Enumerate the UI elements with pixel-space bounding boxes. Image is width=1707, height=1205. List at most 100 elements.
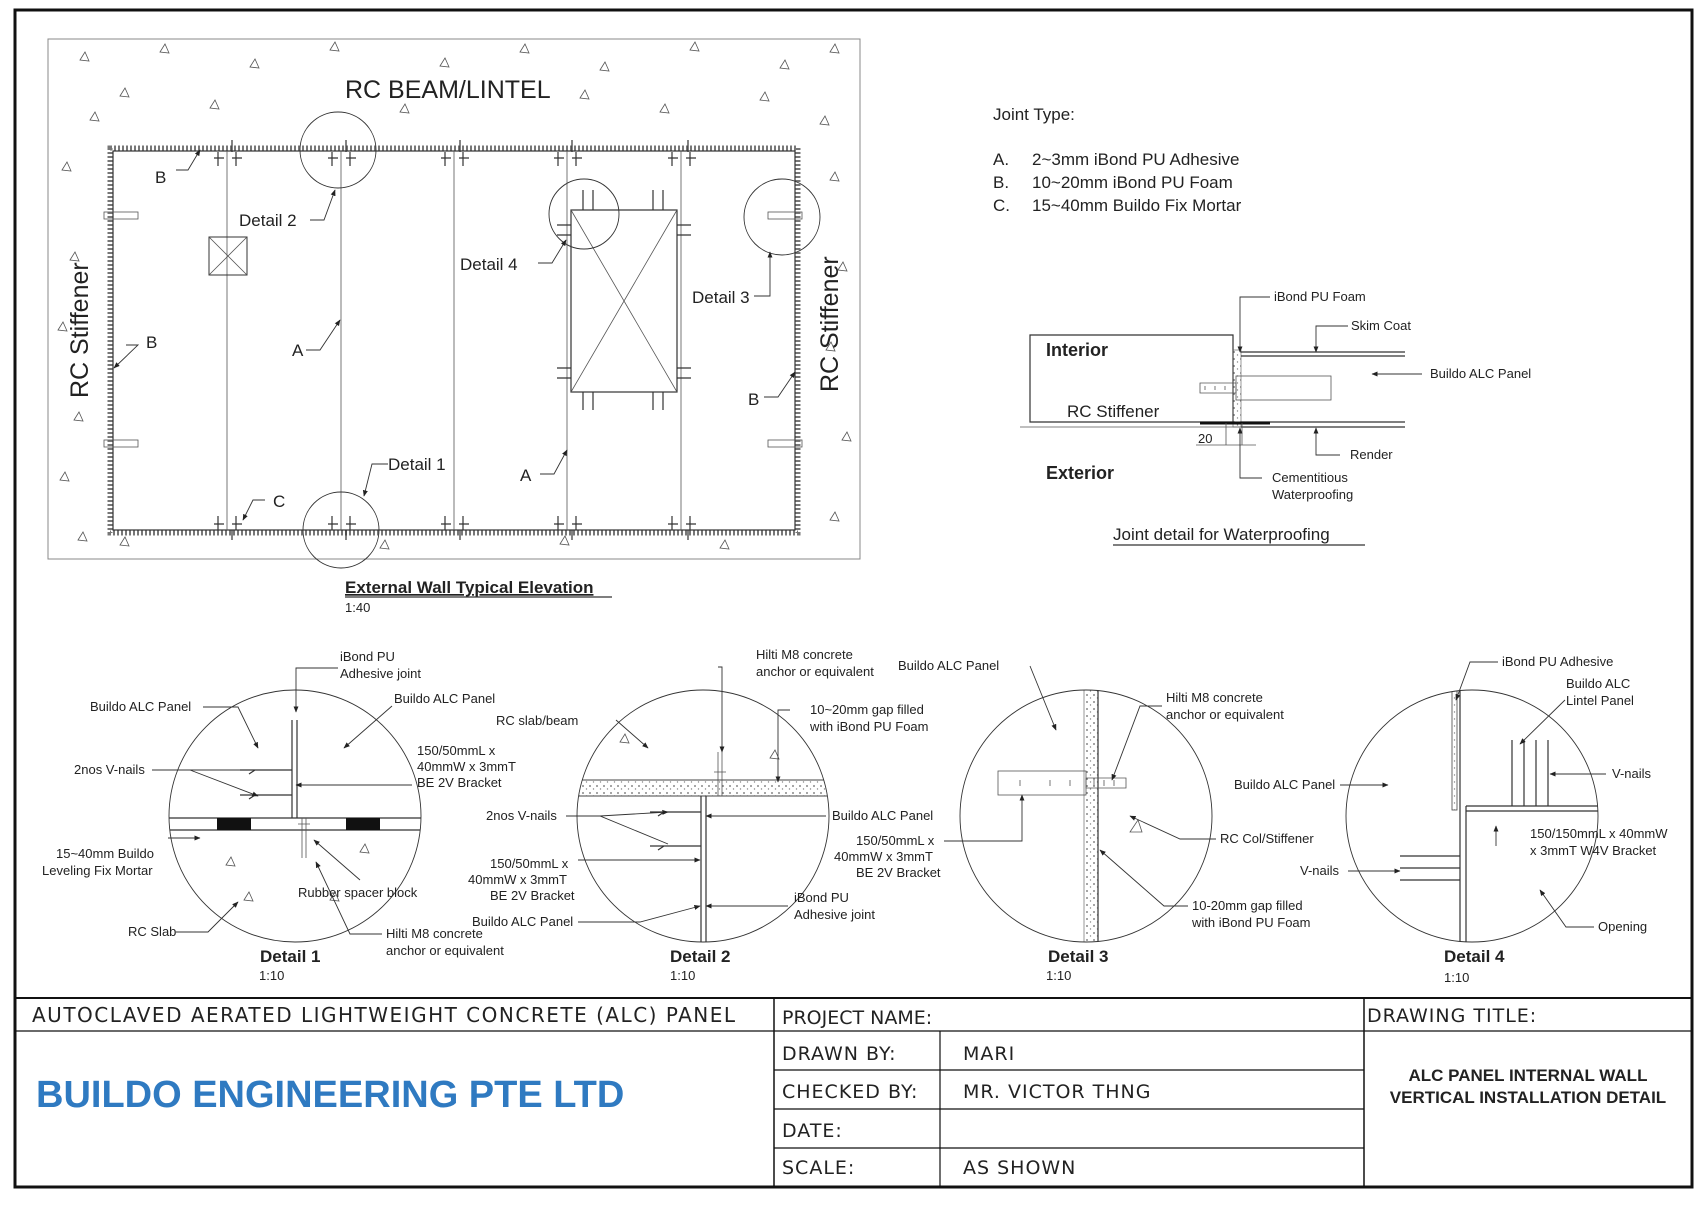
d2-alc-left: Buildo ALC Panel: [472, 914, 573, 929]
scale-value: AS SHOWN: [963, 1157, 1076, 1179]
d2-alc-right: Buildo ALC Panel: [832, 808, 933, 823]
joint-type-a-letter: A.: [993, 150, 1009, 169]
joint-a-mid: A: [292, 341, 304, 360]
d1-pu-1: iBond PU: [340, 649, 395, 664]
d1-anchor-2: anchor or equivalent: [386, 943, 504, 958]
d4-vnails-right: V-nails: [1612, 766, 1652, 781]
wp-pu-foam: iBond PU Foam: [1274, 289, 1366, 304]
checked-by-label: CHECKED BY:: [782, 1081, 918, 1103]
joint-c-bottom: C: [273, 492, 285, 511]
concrete-hatch: [57, 41, 852, 550]
d4-adhesive: iBond PU Adhesive: [1502, 654, 1613, 669]
wp-cementitious-1: Cementitious: [1272, 470, 1348, 485]
d1-scale: 1:10: [259, 968, 284, 983]
d2-bracket-3: BE 2V Bracket: [490, 888, 575, 903]
d4-lintel-1: Buildo ALC: [1566, 676, 1630, 691]
stiffener-right-label: RC Stiffener: [816, 256, 844, 392]
d3-bracket-2: 40mmW x 3mmT: [834, 849, 933, 864]
d1-mortar-1: 15~40mm Buildo: [56, 846, 154, 861]
d2-vnails: 2nos V-nails: [486, 808, 557, 823]
stiffener-left-label: RC Stiffener: [66, 262, 94, 398]
drawn-by-value: MARI: [963, 1043, 1015, 1065]
panel-joints: [226, 151, 682, 530]
detail-4-callout: Detail 4: [460, 255, 518, 274]
sheet-border: [13, 8, 1694, 1189]
d3-gap-1: 10-20mm gap filled: [1192, 898, 1303, 913]
d3-title: Detail 3: [1048, 947, 1108, 966]
d1-bracket-1: 150/50mmL x: [417, 743, 496, 758]
detail-1-callout: Detail 1: [388, 455, 446, 474]
joint-b-right: B: [748, 390, 759, 409]
d1-alc-right: Buildo ALC Panel: [394, 691, 495, 706]
d2-scale: 1:10: [670, 968, 695, 983]
wp-exterior: Exterior: [1046, 463, 1114, 483]
d1-bracket-2: 40mmW x 3mmT: [417, 759, 516, 774]
d3-bracket-3: BE 2V Bracket: [856, 865, 941, 880]
drawn-by-label: DRAWN BY:: [782, 1043, 897, 1065]
wp-alc-panel: Buildo ALC Panel: [1430, 366, 1531, 381]
d4-bracket-2: x 3mmT W4V Bracket: [1530, 843, 1657, 858]
d3-alc-top: Buildo ALC Panel: [898, 658, 999, 673]
d2-anchor-1: Hilti M8 concrete: [756, 647, 853, 662]
joint-type-legend: Joint Type: A. 2~3mm iBond PU Adhesive B…: [993, 105, 1242, 215]
d3-anchor-2: anchor or equivalent: [1166, 707, 1284, 722]
d1-spacer: Rubber spacer block: [298, 885, 418, 900]
d4-scale: 1:10: [1444, 970, 1469, 985]
d3-col: RC Col/Stiffener: [1220, 831, 1314, 846]
d3-gap-2: with iBond PU Foam: [1191, 915, 1311, 930]
drawing-title-label: DRAWING TITLE:: [1367, 1005, 1537, 1027]
d4-bracket-1: 150/150mmL x 40mmW: [1530, 826, 1668, 841]
joint-type-b-letter: B.: [993, 173, 1009, 192]
drawing-title-line-2: VERTICAL INSTALLATION DETAIL: [1390, 1088, 1666, 1107]
d2-bracket-1: 150/50mmL x: [490, 856, 569, 871]
drawing-title-line-1: ALC PANEL INTERNAL WALL: [1409, 1066, 1648, 1085]
detail-4: iBond PU Adhesive Buildo ALC Lintel Pane…: [1234, 654, 1668, 985]
external-wall-elevation: RC BEAM/LINTEL RC Stiffener RC Stiffener…: [47, 38, 861, 615]
d4-vnails-left: V-nails: [1300, 863, 1340, 878]
wp-title: Joint detail for Waterproofing: [1113, 525, 1330, 544]
side-brackets: [103, 211, 803, 448]
d1-title: Detail 1: [260, 947, 320, 966]
project-name-label: PROJECT NAME:: [782, 1007, 932, 1029]
detail-1: iBond PU Adhesive joint Buildo ALC Panel…: [42, 649, 516, 983]
d2-gap-1: 10~20mm gap filled: [810, 702, 924, 717]
d2-gap-2: with iBond PU Foam: [809, 719, 929, 734]
waterproofing-detail: Interior RC Stiffener Exterior iBond PU …: [1020, 289, 1531, 546]
joint-type-c-letter: C.: [993, 196, 1010, 215]
d4-alc-left: Buildo ALC Panel: [1234, 777, 1335, 792]
wp-rc-stiffener: RC Stiffener: [1067, 402, 1160, 421]
wp-skim-coat: Skim Coat: [1351, 318, 1411, 333]
d4-title: Detail 4: [1444, 947, 1505, 966]
d4-lintel-2: Lintel Panel: [1566, 693, 1634, 708]
joint-b-top: B: [155, 168, 166, 187]
d2-slab: RC slab/beam: [496, 713, 578, 728]
product-name: AUTOCLAVED AERATED LIGHTWEIGHT CONCRETE …: [32, 1003, 737, 1027]
detail-3-callout: Detail 3: [692, 288, 750, 307]
detail-circles: [299, 111, 821, 569]
d4-opening: Opening: [1598, 919, 1647, 934]
d1-pu-2: Adhesive joint: [340, 666, 421, 681]
d3-anchor-1: Hilti M8 concrete: [1166, 690, 1263, 705]
d1-slab: RC Slab: [128, 924, 176, 939]
wp-cementitious-2: Waterproofing: [1272, 487, 1353, 502]
elevation-brackets: [214, 140, 696, 540]
joint-type-c-text: 15~40mm Buildo Fix Mortar: [1032, 196, 1242, 215]
elevation-leaders: [113, 149, 796, 521]
elevation-title: External Wall Typical Elevation: [345, 578, 593, 597]
d1-mortar-2: Leveling Fix Mortar: [42, 863, 153, 878]
service-box: [208, 236, 248, 276]
company-name: BUILDO ENGINEERING PTE LTD: [36, 1074, 624, 1116]
d2-pu-2: Adhesive joint: [794, 907, 875, 922]
detail-2: Hilti M8 concrete anchor or equivalent 1…: [468, 647, 933, 983]
title-block: AUTOCLAVED AERATED LIGHTWEIGHT CONCRETE …: [15, 997, 1692, 1187]
d2-title: Detail 2: [670, 947, 730, 966]
d1-vnails: 2nos V-nails: [74, 762, 145, 777]
detail-2-callout: Detail 2: [239, 211, 297, 230]
opening: [557, 190, 691, 410]
beam-label: RC BEAM/LINTEL: [345, 76, 551, 104]
wp-interior: Interior: [1046, 340, 1108, 360]
wp-render: Render: [1350, 447, 1393, 462]
d3-scale: 1:10: [1046, 968, 1071, 983]
date-label: DATE:: [782, 1120, 843, 1142]
